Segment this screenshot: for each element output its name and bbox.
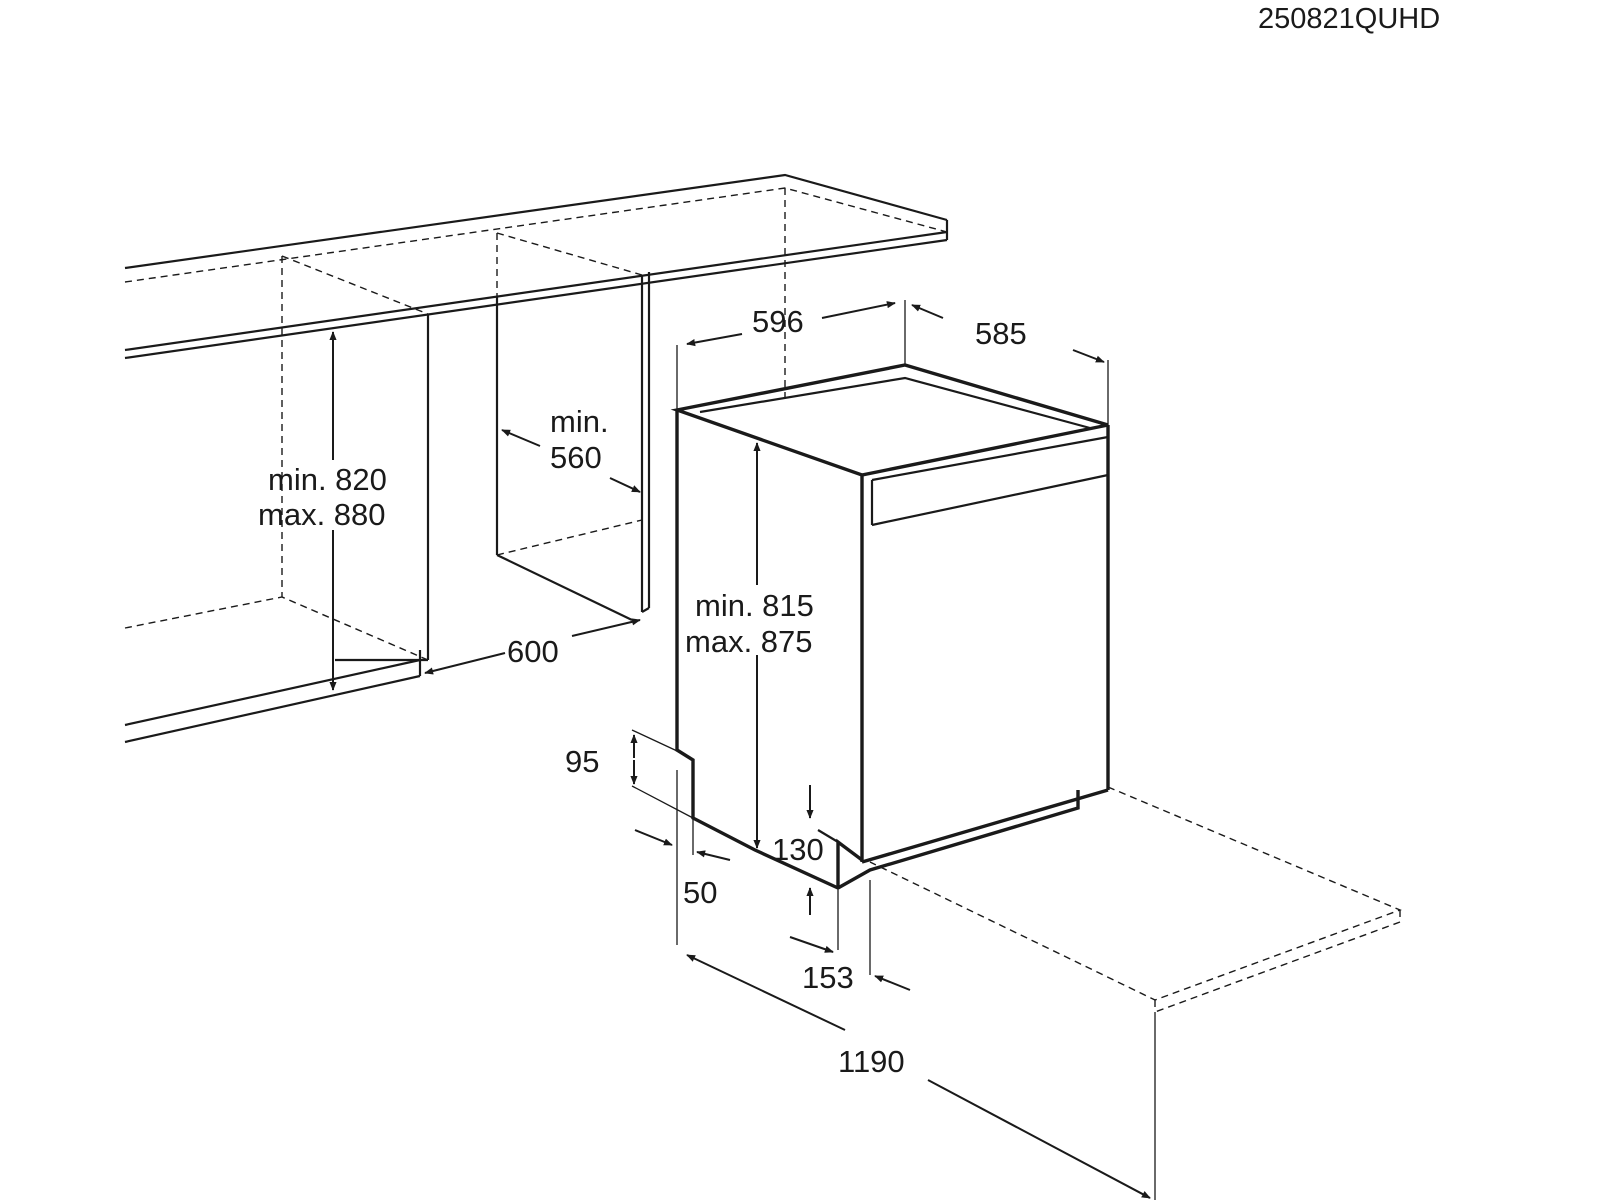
label-door-offset: 153 [802,960,854,995]
label-niche-width-min: min. [550,404,609,439]
label-door-swing-clearance: 1190 [838,1044,905,1079]
dishwasher [670,363,1110,890]
dimension-lines [329,300,1156,1200]
label-niche-height-min: min. 820 [268,462,387,497]
label-plinth-height: 95 [565,744,599,779]
label-niche-depth: 600 [507,634,559,669]
kitchen-cabinet [124,173,949,744]
label-appliance-height-min: min. 815 [695,588,814,623]
dimension-labels: 596 585 min. 560 min. 820 max. 880 600 m… [258,304,1027,1079]
label-niche-width-value: 560 [550,440,602,475]
label-foot-height: 130 [772,832,824,867]
label-appliance-width: 596 [752,304,804,339]
drawing-code: 250821QUHD [1258,3,1440,35]
label-appliance-height-max: max. 875 [685,624,813,659]
label-appliance-depth: 585 [975,316,1027,351]
floor-outline [869,786,1402,1013]
label-niche-height-max: max. 880 [258,497,386,532]
label-plinth-setback: 50 [683,875,717,910]
